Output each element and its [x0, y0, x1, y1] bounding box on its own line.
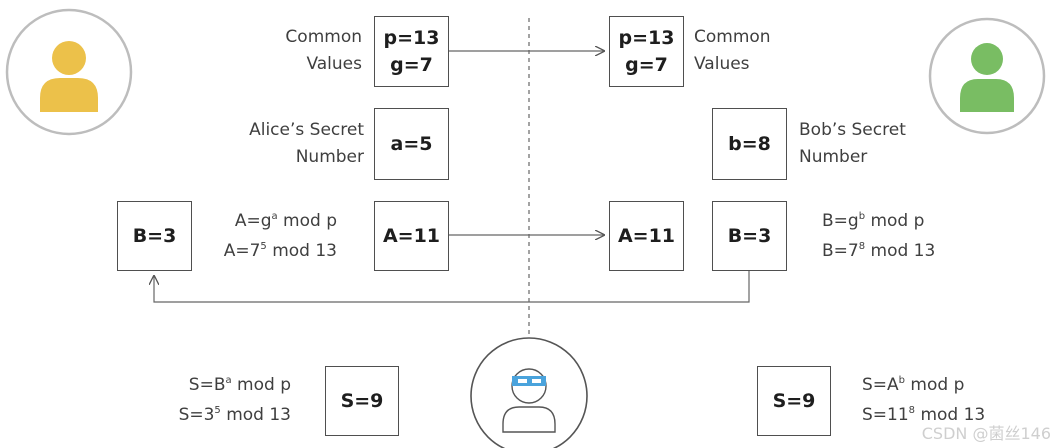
bob-body-icon — [960, 79, 1014, 112]
bob-public-box: B=3 — [712, 201, 787, 271]
label-line: Common — [285, 27, 362, 47]
bob-common-values-label: Common Values — [694, 24, 771, 78]
label-line: Number — [799, 147, 868, 167]
bob-received-value: A=11 — [617, 224, 676, 247]
label-line: Bob’s Secret — [799, 120, 906, 140]
prime-value: p=13 — [383, 26, 440, 49]
alice-secret-label: Alice’s Secret Number — [249, 117, 364, 171]
alice-received-box: B=3 — [117, 201, 192, 271]
formula-line: S=Ab mod p — [862, 375, 965, 395]
alice-secret-box: a=5 — [374, 108, 449, 180]
label-line: Number — [295, 147, 364, 167]
watermark: CSDN @菌丝146 — [921, 424, 1051, 443]
formula-line: S=118 mod 13 — [862, 405, 986, 425]
eavesdropper-mask-icon — [512, 376, 546, 386]
formula-line: A=75 mod 13 — [223, 241, 337, 261]
label-line: Common — [694, 27, 771, 47]
eavesdropper-avatar — [470, 337, 588, 448]
bob-public-value: B=3 — [727, 224, 772, 247]
bob-common-values-box: p=13 g=7 — [609, 16, 684, 87]
bob-public-formula: B=gb mod p B=78 mod 13 — [822, 206, 935, 266]
bob-received-box: A=11 — [609, 201, 684, 271]
bob-avatar — [928, 17, 1046, 135]
bob-shared-secret-value: S=9 — [772, 389, 816, 412]
alice-shared-formula: S=Ba mod p S=35 mod 13 — [179, 370, 291, 430]
bob-shared-secret-box: S=9 — [757, 366, 831, 436]
alice-shared-secret-box: S=9 — [325, 366, 399, 436]
alice-head-icon — [52, 41, 86, 75]
prime-value: p=13 — [618, 26, 675, 49]
label-line: Values — [306, 54, 362, 74]
alice-shared-secret-value: S=9 — [340, 389, 384, 412]
formula-line: B=gb mod p — [822, 211, 925, 231]
bob-head-icon — [971, 43, 1003, 75]
bob-secret-label: Bob’s Secret Number — [799, 117, 906, 171]
generator-value: g=7 — [390, 53, 433, 76]
generator-value: g=7 — [625, 53, 668, 76]
bob-secret-value: b=8 — [728, 132, 771, 155]
label-line: Alice’s Secret — [249, 120, 364, 140]
alice-public-value: A=11 — [382, 224, 441, 247]
alice-avatar — [5, 8, 133, 136]
bob-secret-box: b=8 — [712, 108, 787, 180]
formula-line: A=ga mod p — [234, 211, 337, 231]
alice-public-box: A=11 — [374, 201, 449, 271]
alice-common-values-box: p=13 g=7 — [374, 16, 449, 87]
formula-line: S=35 mod 13 — [178, 405, 291, 425]
label-line: Values — [694, 54, 750, 74]
eavesdropper-body-icon — [502, 406, 556, 433]
alice-public-formula: A=ga mod p A=75 mod 13 — [224, 206, 337, 266]
alice-received-value: B=3 — [132, 224, 177, 247]
alice-common-values-label: Common Values — [285, 24, 362, 78]
formula-line: S=Ba mod p — [188, 375, 291, 395]
alice-secret-value: a=5 — [390, 132, 433, 155]
bob-public-return-arrow — [154, 271, 750, 303]
alice-body-icon — [40, 78, 98, 112]
formula-line: B=78 mod 13 — [822, 241, 936, 261]
bob-shared-formula: S=Ab mod p S=118 mod 13 — [862, 370, 985, 430]
